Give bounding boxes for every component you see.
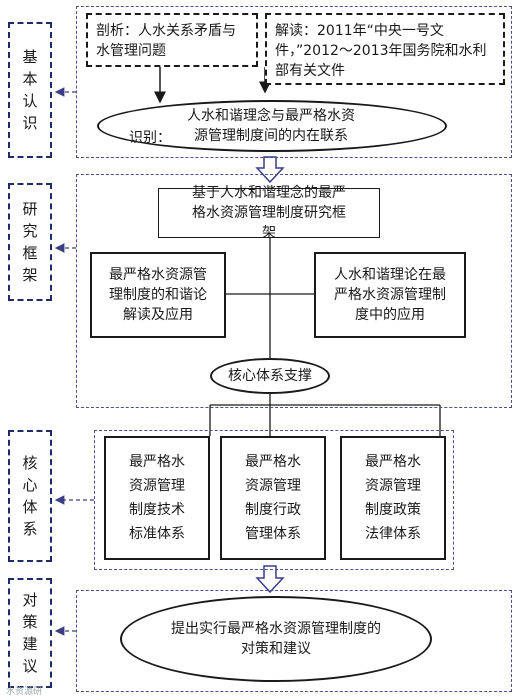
identify-ellipse: 识别： 人水和谐理念与最严格水资源管理制度间的内在联系 [97,100,447,152]
interpretation-box: 解读：2011年“中央一号文件，”2012～2013年国务院和水利部有关文件 [265,13,505,85]
harmony-interpretation-text: 最严格水资源管理制度的和谐论解读及应用 [109,267,207,323]
proposal-text: 提出实行最严格水资源管理制度的对策和建议 [171,621,381,657]
section-label-countermeasures: 对策建议 [8,578,52,688]
section-label-text: 对策建议 [22,591,38,675]
section-label-text: 基本认识 [22,48,38,132]
section-panel-basic [76,6,512,158]
harmony-theory-box: 人水和谐理论在最严格水资源管理制度中的应用 [314,252,466,338]
framework-text: 基于人水和谐理念的最严格水资源管理制度研究框架 [192,185,346,241]
administrative-management-text: 最严格水资源管理制度行政管理体系 [245,454,301,542]
watermark-text: 水资源研 [6,687,43,697]
harmony-theory-text: 人水和谐理论在最严格水资源管理制度中的应用 [334,267,446,323]
section-label-text: 研究框架 [22,200,38,284]
policy-law-box: 最严格水资源管理制度政策法律体系 [340,436,446,560]
interpretation-text: 解读：2011年“中央一号文件，”2012～2013年国务院和水利部有关文件 [275,23,487,79]
harmony-interpretation-box: 最严格水资源管理制度的和谐论解读及应用 [90,252,226,338]
technical-standard-box: 最严格水资源管理制度技术标准体系 [104,436,210,560]
analysis-text: 剖析：人水关系矛盾与水管理问题 [96,23,236,59]
framework-box: 基于人水和谐理念的最严格水资源管理制度研究框架 [158,185,380,241]
core-support-text: 核心体系支撑 [228,368,312,384]
section-label-core: 核心体系 [8,430,52,562]
section-label-text: 核心体系 [22,454,38,538]
proposal-ellipse: 提出实行最严格水资源管理制度的对策和建议 [120,596,432,682]
analysis-box: 剖析：人水关系矛盾与水管理问题 [86,13,258,67]
administrative-management-box: 最严格水资源管理制度行政管理体系 [220,436,326,560]
technical-standard-text: 最严格水资源管理制度技术标准体系 [129,454,185,542]
section-label-framework: 研究框架 [8,183,52,301]
watermark: 水资源研 [6,684,42,697]
section-label-basic: 基本认识 [8,22,52,158]
section-panel-countermeasures [76,590,512,692]
policy-law-text: 最严格水资源管理制度政策法律体系 [365,454,421,542]
identify-text: 人水和谐理念与最严格水资源管理制度间的内在联系 [187,108,355,144]
section-panel-core [94,430,454,570]
identify-label: 识别： [129,130,171,146]
core-support-ellipse: 核心体系支撑 [210,358,330,394]
section-panel-framework [76,174,512,408]
